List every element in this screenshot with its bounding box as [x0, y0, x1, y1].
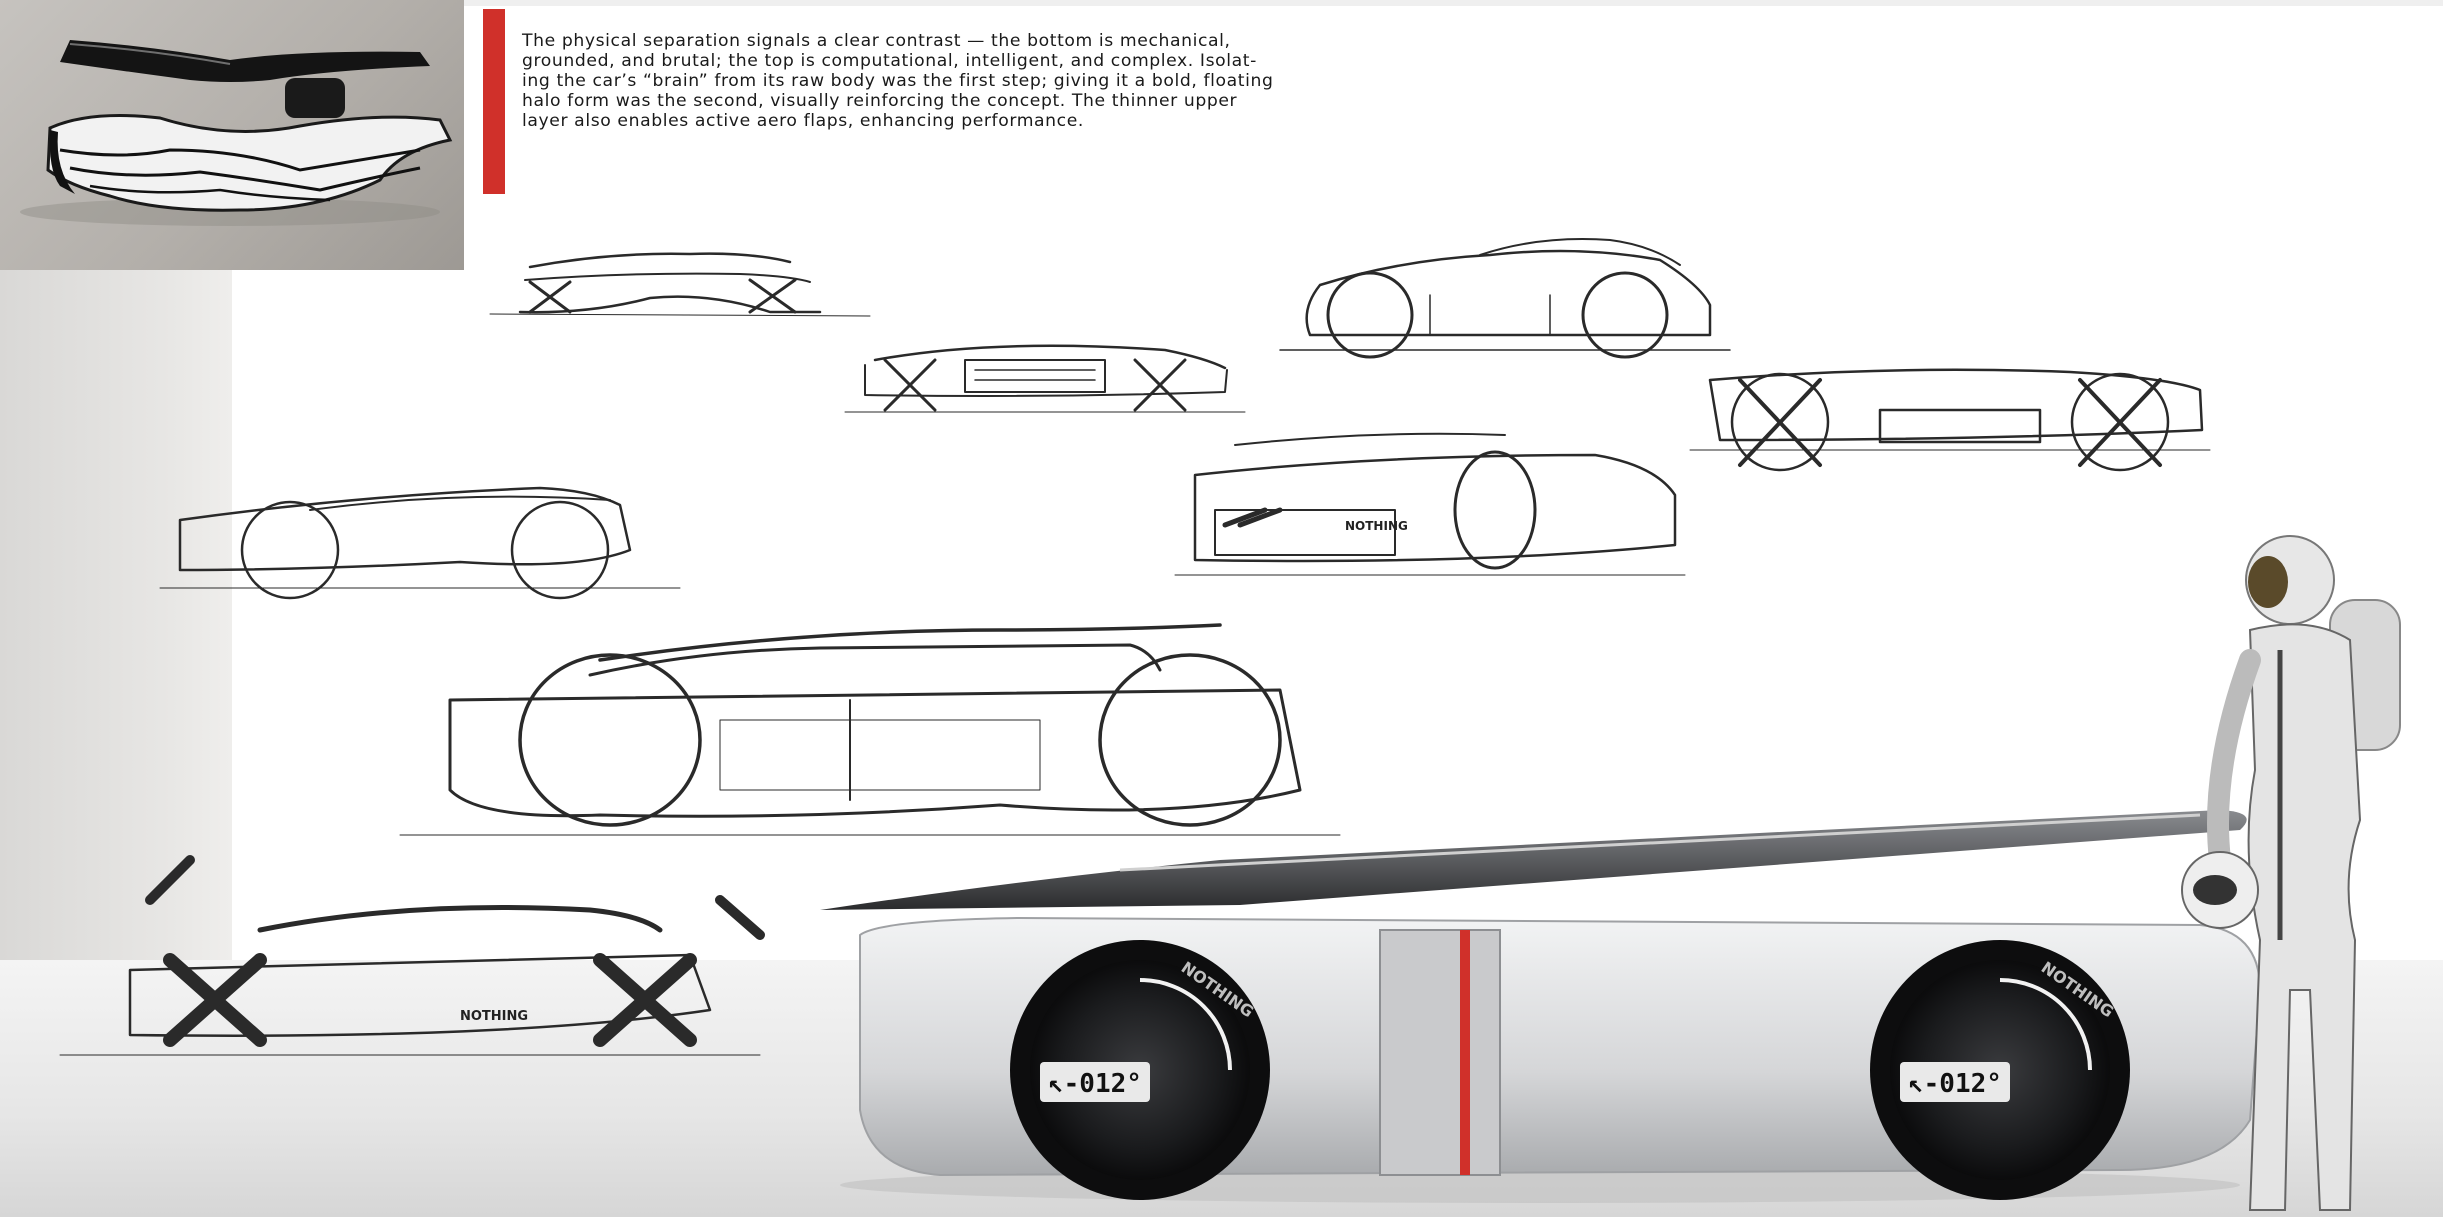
caption-line: ing the car’s “brain” from its raw body …	[522, 71, 1274, 91]
caption-line: The physical separation signals a clear …	[522, 31, 1231, 51]
astronaut-figure	[2181, 535, 2401, 1211]
sketch-small-top	[489, 252, 871, 317]
wheel-code-rear: ↖-012°	[1908, 1069, 2002, 1099]
caption-line: layer also enables active aero flaps, en…	[522, 111, 1084, 131]
sketch-brand-label: NOTHING	[460, 1009, 528, 1024]
sketch-large-center	[399, 623, 1341, 836]
wheel-code-front: ↖-012°	[1048, 1069, 1142, 1099]
caption-line: halo form was the second, visually reinf…	[522, 91, 1238, 111]
sketch-middle-top	[844, 344, 1246, 413]
halo-model-photo	[0, 0, 464, 270]
sketch-left-middle	[159, 486, 681, 600]
sketch-bottom-left: NOTHING	[59, 855, 765, 1056]
sketch-brand-label: NOTHING	[1345, 519, 1408, 533]
accent-bar	[483, 9, 505, 194]
caption-text: The physical separation signals a clear …	[522, 31, 1302, 131]
sketch-top-right	[1279, 238, 1731, 359]
sketch-center-rear: NOTHING	[1174, 432, 1686, 576]
sketch-right-upper	[1689, 368, 2211, 472]
top-strip	[464, 0, 2443, 6]
halo-model-illustration	[20, 40, 453, 226]
caption-line: grounded, and brutal; the top is computa…	[522, 51, 1257, 71]
rendered-car: ↖-012° NOTHING ↖-012° NOTHING	[820, 810, 2262, 1203]
